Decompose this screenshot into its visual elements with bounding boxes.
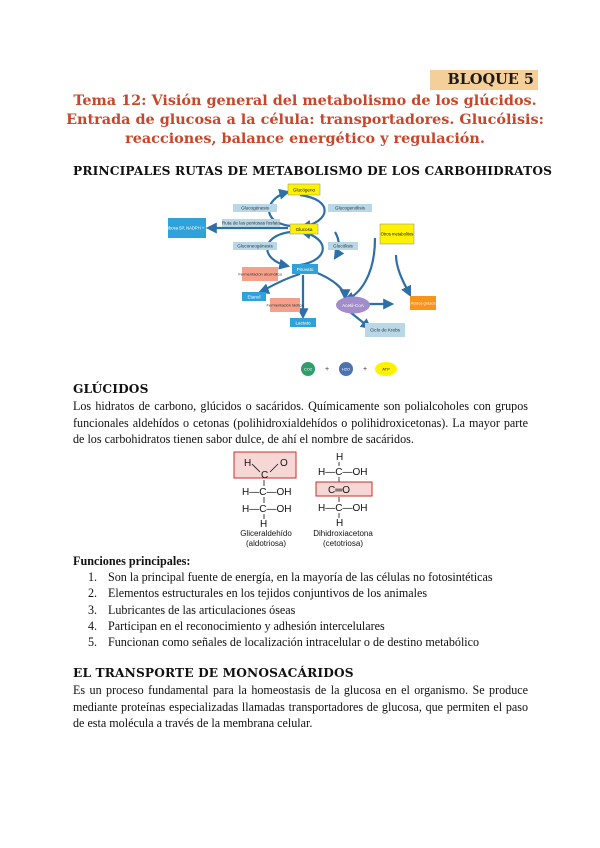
- co2-label: CO2: [304, 367, 313, 372]
- ket-row-1: H—C—OH: [318, 467, 367, 478]
- fermentacion-lactica-box: [270, 298, 300, 312]
- ald-h-bottom: H: [260, 519, 267, 530]
- glucidos-heading: GLÚCIDOS: [73, 382, 149, 396]
- ket-row-3: H—C—OH: [318, 503, 367, 514]
- glucogenesis-label: Glucogénesis: [241, 206, 270, 211]
- funcion-5-text: Funcionan como señales de localización i…: [108, 635, 480, 650]
- otros-to-acidos-arrow: [394, 254, 411, 297]
- funciones-heading: Funciones principales:: [73, 554, 191, 568]
- ald-row-2: H—C—OH: [242, 487, 291, 498]
- ciclo-krebs-box: [365, 323, 405, 337]
- glucogenesis-box: [233, 204, 277, 212]
- etanol-box: [242, 292, 266, 301]
- ket-caption-1: Dihidroxiacetona: [313, 529, 373, 538]
- title-line-1: Tema 12: Visión general del metabolismo …: [73, 92, 537, 109]
- diagram-nodes: Glucógeno Glucogénesis Glucogenólisis Ru…: [165, 183, 436, 376]
- list-item: 1.Son la principal fuente de energía, en…: [88, 570, 493, 584]
- transporte-paragraph: Es un proceso fundamental para la homeos…: [73, 683, 528, 730]
- bloque-badge: BLOQUE 5: [430, 70, 538, 90]
- lactato-label: Lactato: [295, 321, 311, 326]
- gluconeogenesis-box: [233, 242, 277, 250]
- fermentacion-box: [242, 267, 278, 281]
- co2-node: [301, 362, 315, 376]
- pathway-arrows: [205, 188, 411, 330]
- plus-2: +: [363, 366, 367, 373]
- lactato-box: [290, 318, 316, 327]
- list-item: 3.Lubricantes de las articulaciones ósea…: [88, 602, 296, 617]
- funcion-2-text: Elementos estructurales en los tejidos c…: [108, 586, 428, 601]
- acidos-grasos-label: Ácidos grasos: [410, 301, 435, 306]
- otros-box: [379, 223, 415, 245]
- ciclo-krebs-label: Ciclo de Krebs: [370, 328, 401, 333]
- ketone-highlight: [315, 481, 373, 497]
- acetil-coa-node: [336, 296, 370, 314]
- gluconeogenesis-label: Gluconeogénesis: [237, 244, 273, 249]
- glucolisis-box: [328, 242, 358, 250]
- list-item: 2.Elementos estructurales en los tejidos…: [88, 586, 428, 601]
- ald-o-top: O: [280, 458, 288, 469]
- metabolic-pathways-diagram: Glucógeno Glucogénesis Glucogenólisis Ru…: [165, 183, 436, 376]
- piruvato-to-etanol-arrow: [257, 272, 301, 294]
- fermentacion-label: Fermentación alcohólica: [238, 272, 282, 277]
- plus-1: +: [325, 366, 329, 373]
- funcion-1-text: Son la principal fuente de energía, en l…: [108, 570, 493, 584]
- piruvato-label: Piruvato: [297, 267, 314, 272]
- aldehyde-highlight: [233, 451, 297, 479]
- piruvato-to-acetil-arrow: [314, 270, 351, 301]
- otros-label: Otros metabolitos: [381, 232, 414, 237]
- funcion-3-text: Lubricantes de las articulaciones óseas: [108, 602, 296, 617]
- atp-node: [375, 362, 397, 376]
- glucolisis-label: Glucólisis: [333, 244, 353, 249]
- list-item: 4.Participan en el reconocimiento y adhe…: [88, 618, 385, 633]
- title-line-3: reacciones, balance energético y regulac…: [125, 130, 485, 147]
- ald-caption-1: Gliceraldehído: [240, 529, 292, 538]
- bloque-label: BLOQUE 5: [447, 71, 534, 88]
- ruta-pentosas-box: [222, 219, 280, 227]
- ket-h-bottom: H: [336, 518, 343, 529]
- glucosa-box: [289, 223, 319, 235]
- atp-label: ATP: [382, 367, 390, 372]
- glucosa-label: Glucosa: [296, 227, 313, 232]
- title-line-2: Entrada de glucosa a la célula: transpor…: [66, 111, 544, 128]
- funciones-list: 1.Son la principal fuente de energía, en…: [88, 569, 538, 650]
- ruta-pentosas-label: Ruta de las pentosas fosfato: [222, 221, 281, 226]
- triose-structures: H O C H—C—OH H—C—OH H Gliceraldehído (al…: [233, 451, 373, 548]
- ald-c1: C: [261, 470, 268, 481]
- glucogenolisis-box: [328, 204, 372, 212]
- ald-caption-2: (aldotriosa): [246, 539, 286, 548]
- fermentacion-lactica-label: Fermentación láctica: [267, 303, 305, 308]
- ald-h-top: H: [244, 458, 251, 469]
- etanol-label: Etanol: [247, 295, 260, 300]
- piruvato-box: [292, 264, 318, 274]
- list-item: 5.Funcionan como señales de localización…: [88, 635, 480, 650]
- glucogeno-box: [287, 183, 321, 196]
- ald-row-3: H—C—OH: [242, 504, 291, 515]
- ribosa-box: [168, 218, 206, 238]
- glucidos-paragraph: Los hidratos de carbono, glúcidos o sacá…: [73, 399, 528, 446]
- h2o-node: [339, 362, 353, 376]
- ribosa-label: Ribosa 5P, NADPH + ...: [165, 226, 209, 231]
- rutas-heading: PRINCIPALES RUTAS DE METABOLISMO DE LOS …: [73, 164, 553, 178]
- glucogenolisis-arrow: [299, 193, 326, 231]
- funcion-4-text: Participan en el reconocimiento y adhesi…: [108, 618, 385, 633]
- ket-h-top: H: [336, 452, 343, 463]
- glucogeno-label: Glucógeno: [293, 188, 316, 193]
- ket-caption-2: (cetotriosa): [323, 539, 363, 548]
- gluconeogenesis-arrow: [299, 228, 324, 267]
- transporte-heading: EL TRANSPORTE DE MONOSACÁRIDOS: [73, 666, 354, 680]
- acetil-coa-label: Acetil-CoA: [342, 303, 365, 308]
- h2o-label: H2O: [342, 367, 350, 372]
- glucogenolisis-label: Glucogenólisis: [335, 206, 366, 211]
- page-title: Tema 12: Visión general del metabolismo …: [60, 91, 550, 148]
- acidos-grasos-box: [410, 296, 436, 310]
- ket-row-2: C═O: [328, 485, 350, 496]
